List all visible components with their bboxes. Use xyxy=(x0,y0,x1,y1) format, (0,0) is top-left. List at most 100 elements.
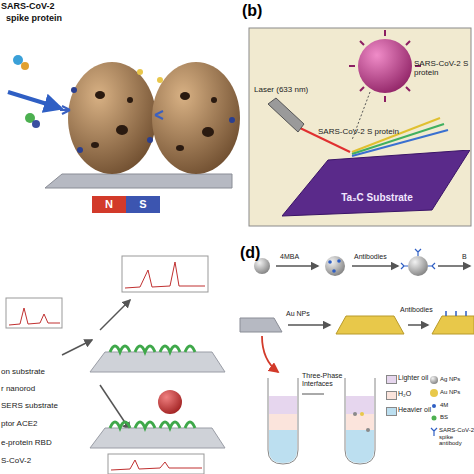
legend-sample xyxy=(432,404,436,408)
protein-icon xyxy=(32,120,40,128)
protein-icon xyxy=(13,55,23,65)
4mba-dot xyxy=(328,260,332,264)
process-arrow xyxy=(352,265,398,267)
callout-text: SARS-CoV-2 S protein xyxy=(318,128,408,137)
substrate-sheet: Ta₂C Substrate xyxy=(282,150,470,222)
spectrum-frame xyxy=(108,454,204,474)
pore xyxy=(116,125,128,135)
virus-spikes xyxy=(349,30,421,102)
magnet-pole: S xyxy=(126,196,160,213)
water-layer xyxy=(346,414,374,430)
callout-text: Three-Phase Interfaces xyxy=(302,372,348,387)
heavier-oil-layer xyxy=(346,430,374,463)
legend-swatch xyxy=(386,391,397,400)
antibody-symbol xyxy=(155,111,163,119)
step-label: Au NPs xyxy=(286,310,330,318)
ag-nanoparticle xyxy=(408,256,428,276)
node-label: S xyxy=(126,198,160,210)
process-arrow xyxy=(62,340,92,355)
sers-substrate xyxy=(90,428,225,448)
panel-text: spike protein xyxy=(6,14,86,24)
pore xyxy=(180,92,190,100)
legend-swatch xyxy=(386,375,397,384)
heavier-oil-layer xyxy=(269,430,297,463)
au-np-substrate xyxy=(336,316,404,334)
legend-sample xyxy=(430,389,438,397)
node-label: Ta₂C Substrate xyxy=(312,192,442,203)
ace2-receptor xyxy=(110,422,195,428)
antibody-symbol xyxy=(401,249,435,269)
process-arrow xyxy=(276,265,318,267)
surface-dot xyxy=(77,147,83,153)
legend-text: S-CoV-2 xyxy=(1,457,81,466)
surface-dot xyxy=(147,137,153,143)
pore xyxy=(211,97,217,103)
legend-text: Ag NPs xyxy=(440,376,474,383)
spectrum-frame xyxy=(6,298,62,328)
virus-particle xyxy=(358,39,412,93)
glass-slide xyxy=(240,318,282,332)
test-tube xyxy=(268,378,298,464)
pore xyxy=(127,97,133,103)
nanoparticle xyxy=(68,62,156,174)
panel-background xyxy=(249,28,471,226)
legend-text: r nanorod xyxy=(1,385,81,394)
sers-spectrum xyxy=(111,460,202,470)
process-arrow xyxy=(100,300,130,330)
virus-particle xyxy=(158,390,182,414)
step-label: 4MBA xyxy=(280,253,320,261)
legend-text: 4M xyxy=(440,402,474,409)
legend-sample xyxy=(431,428,437,436)
surface-dot xyxy=(229,117,235,123)
test-tube xyxy=(345,378,375,464)
panel-letter: (b) xyxy=(242,2,272,20)
laser-label: Laser (633 nm) xyxy=(254,86,334,95)
spectrum-frame xyxy=(122,256,208,292)
step-label: Antibodies xyxy=(354,253,404,261)
4mba-dot xyxy=(337,259,341,263)
surface-dot xyxy=(137,69,143,75)
support-plate xyxy=(45,174,232,188)
au-np-substrate xyxy=(432,316,474,334)
lighter-oil-layer xyxy=(269,396,297,414)
legend-text: SERS substrate xyxy=(1,402,81,411)
leader-line xyxy=(302,394,324,395)
process-arrow xyxy=(8,92,60,108)
aggregated-particle xyxy=(360,412,364,416)
sers-spectrum xyxy=(125,262,205,288)
legend-text: Au NPs xyxy=(440,389,474,396)
antibody-symbol xyxy=(446,311,466,316)
laser-probe xyxy=(268,98,304,132)
ag-nanoparticle xyxy=(325,256,345,276)
4mba-dot xyxy=(332,269,336,273)
sers-substrate xyxy=(90,352,225,372)
pore xyxy=(176,145,184,151)
legend-text: SARS-CoV-2 spike antibody xyxy=(439,427,474,447)
process-arrow xyxy=(438,265,470,267)
legend-text: on substrate xyxy=(1,368,81,377)
protein-icon xyxy=(21,62,29,70)
pore xyxy=(95,91,105,99)
transfer-arrow xyxy=(262,336,278,372)
surface-dot xyxy=(71,87,77,93)
legend-sample xyxy=(432,416,437,421)
callout-text: SARS-CoV-2 S protein xyxy=(414,60,472,78)
aggregated-particle xyxy=(366,428,370,432)
pore xyxy=(91,142,99,148)
panel-letter: (d) xyxy=(240,244,270,262)
nanoparticle xyxy=(152,62,240,174)
process-arrow xyxy=(408,324,428,326)
legend-text: ptor ACE2 xyxy=(1,420,81,429)
water-layer xyxy=(269,414,297,430)
ace2-receptor xyxy=(110,346,195,352)
surface-dot xyxy=(157,77,163,83)
antibody-symbol xyxy=(60,106,70,114)
node-outline xyxy=(282,150,470,222)
node-label: N xyxy=(92,198,126,210)
step-label: B xyxy=(462,253,474,261)
reference-spectrum xyxy=(9,308,60,325)
magnet-pole: N xyxy=(92,196,126,213)
legend-swatch xyxy=(386,407,397,416)
